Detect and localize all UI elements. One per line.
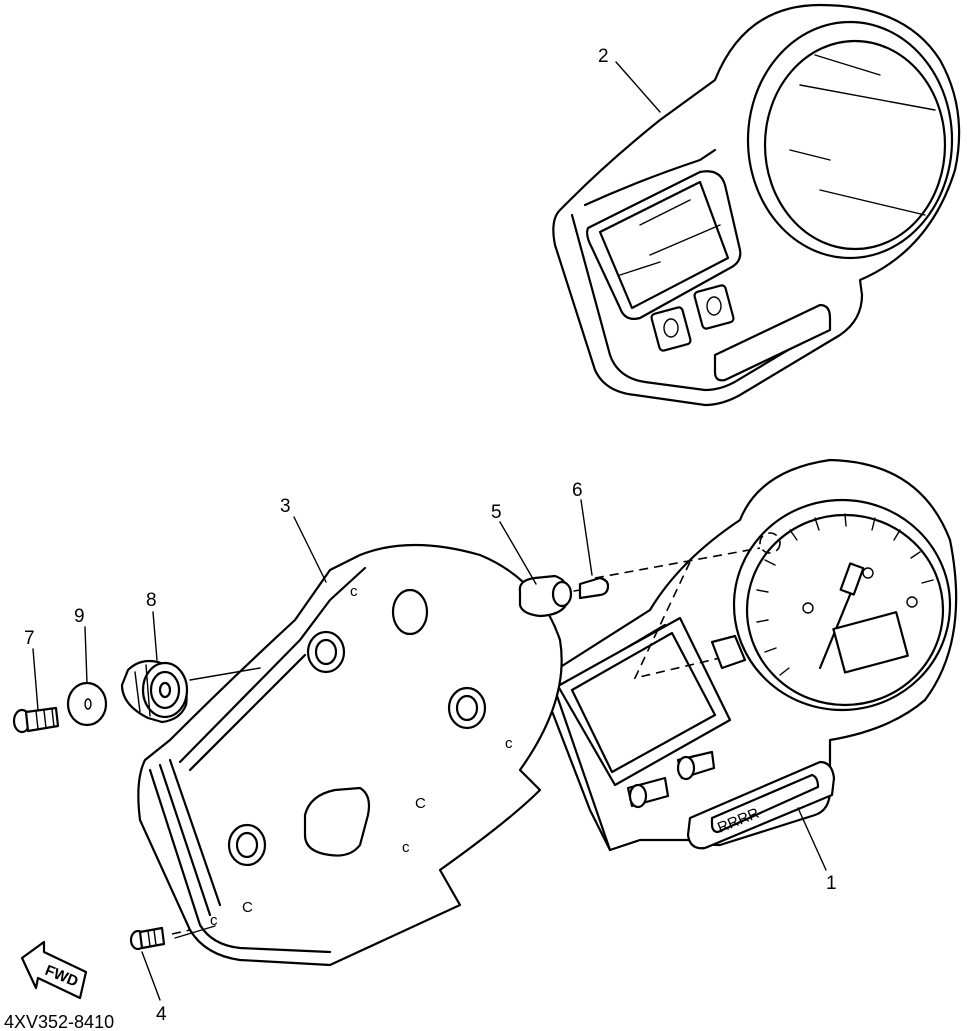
svg-text:c: c [350,583,358,600]
meter-assembly-part-1: RRRR [538,458,958,852]
part-code: 4XV352-8410 [4,1012,114,1031]
washer-part-9 [66,681,108,727]
callout-6: 6 [572,480,583,501]
leader-lines [32,61,827,1001]
grommet-part-8 [120,659,189,724]
callout-5: 5 [491,502,502,523]
svg-text:C: C [415,795,426,812]
svg-text:C: C [242,899,253,916]
svg-text:c: c [402,839,410,856]
bulb-part-6 [573,576,610,600]
callout-4: 4 [156,1004,167,1025]
lower-case-part-3: c c C c C c [137,543,563,967]
svg-text:c: c [505,735,513,752]
callout-2: 2 [598,46,609,67]
callout-8: 8 [146,590,157,611]
callout-7: 7 [24,628,35,649]
callout-3: 3 [280,496,291,517]
callout-9: 9 [74,606,85,627]
forward-direction-arrow-icon: FWD [20,940,88,1000]
screw-part-4 [129,926,166,951]
meter-cover-part-2 [552,3,961,407]
socket-part-5 [518,574,573,618]
svg-text:c: c [210,912,218,929]
callout-1: 1 [826,873,837,894]
screw-part-7 [12,706,60,734]
